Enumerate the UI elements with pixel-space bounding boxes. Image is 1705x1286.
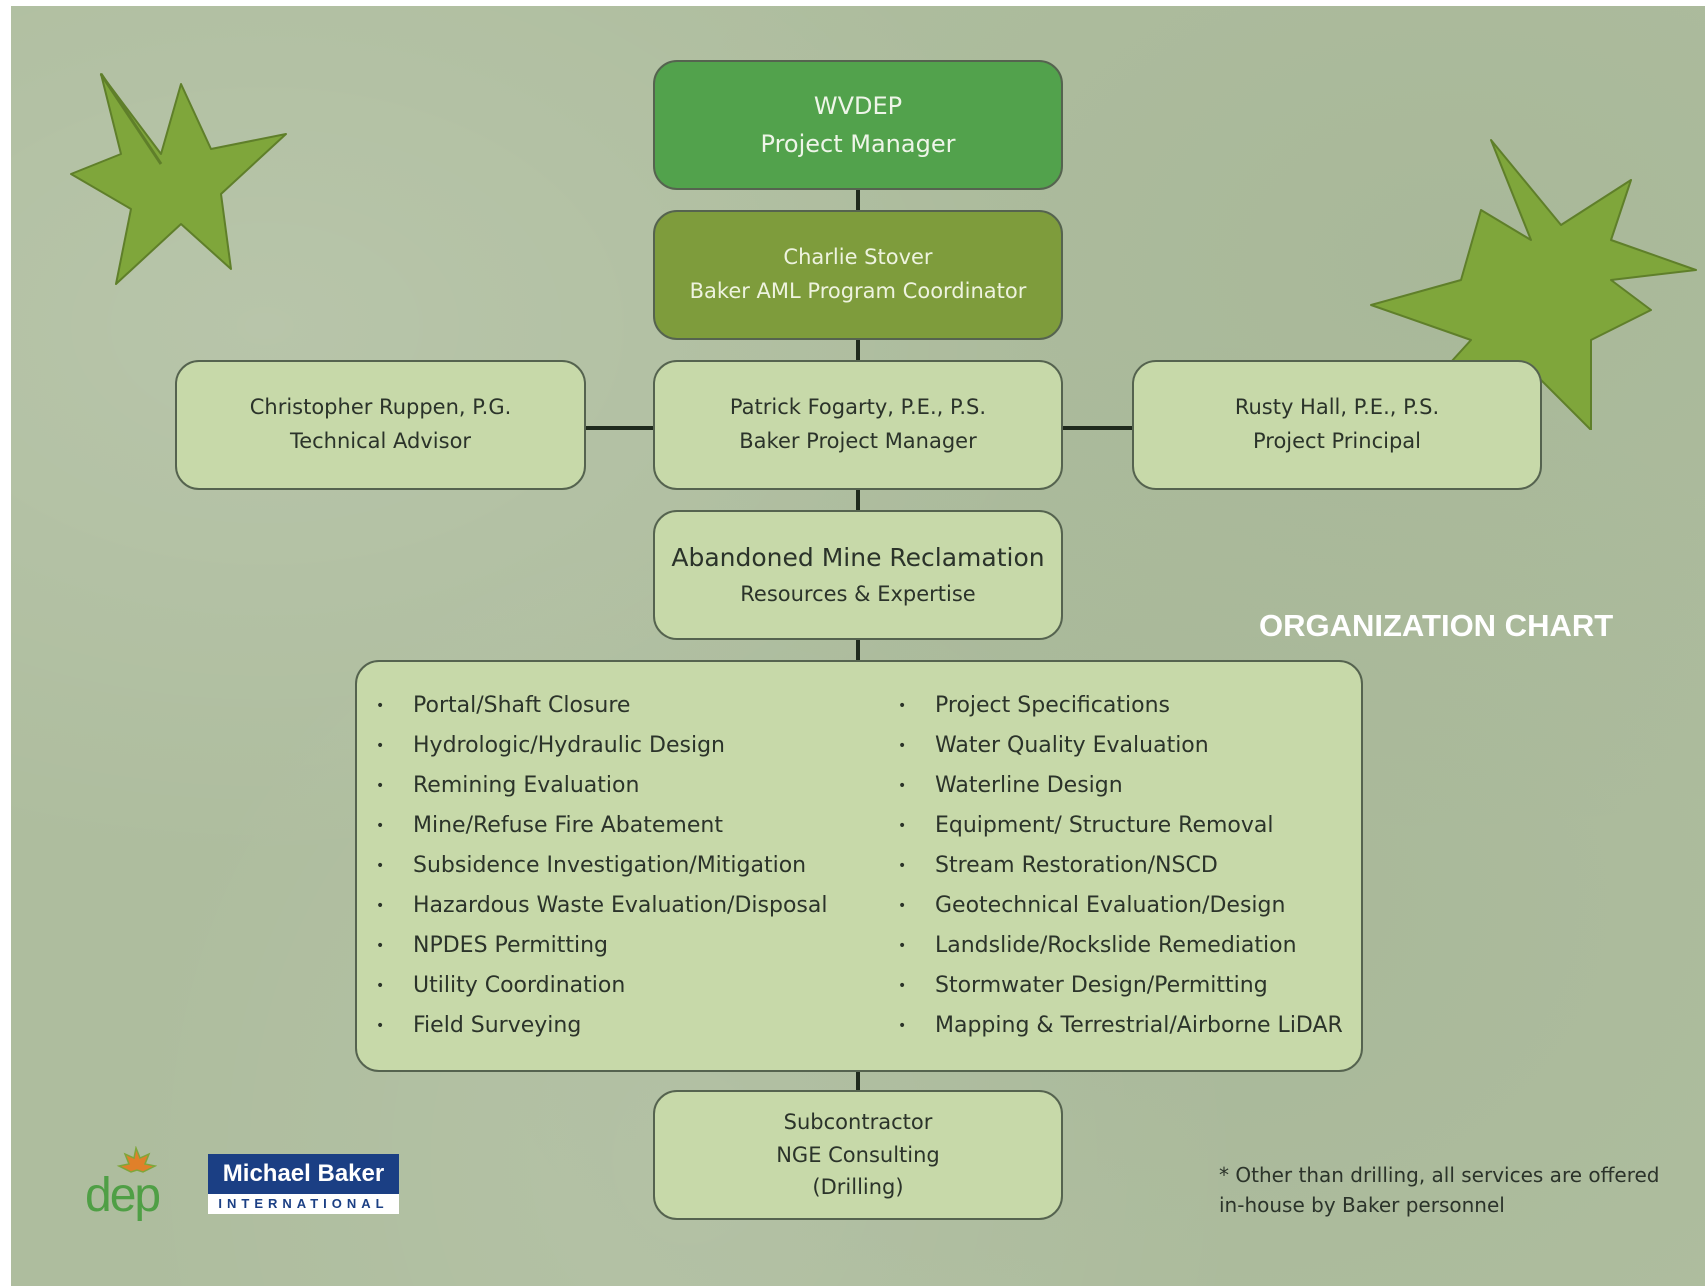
wvdep-project-manager-box: WVDEP Project Manager (653, 60, 1063, 190)
bullet-icon: • (376, 858, 385, 874)
bullet-icon: • (376, 938, 385, 954)
bullet-icon: • (898, 938, 907, 954)
connector-advisor-manager (586, 426, 665, 430)
service-label: Field Surveying (413, 1013, 582, 1038)
node-title: Abandoned Mine Reclamation (671, 543, 1045, 573)
service-item: • Equipment/ Structure Removal (879, 806, 1343, 846)
bullet-icon: • (898, 738, 907, 754)
node-name: Rusty Hall, P.E., P.S. (1234, 395, 1440, 420)
service-label: Remining Evaluation (413, 773, 640, 798)
bullet-icon: • (898, 818, 907, 834)
service-item: • Mapping & Terrestrial/Airborne LiDAR (879, 1006, 1343, 1046)
service-item: • Hazardous Waste Evaluation/Disposal (357, 886, 827, 926)
footnote-line: * Other than drilling, all services are … (1219, 1163, 1660, 1187)
subcontractor-box: Subcontractor NGE Consulting (Drilling) (653, 1090, 1063, 1220)
service-item: • Stream Restoration/NSCD (879, 846, 1343, 886)
org-chart-canvas: WVDEP Project Manager Charlie Stover Bak… (11, 6, 1705, 1286)
bullet-icon: • (376, 898, 385, 914)
bullet-icon: • (898, 858, 907, 874)
service-label: Geotechnical Evaluation/Design (935, 893, 1286, 918)
service-label: Landslide/Rockslide Remediation (935, 933, 1297, 958)
chart-title: ORGANIZATION CHART (1259, 608, 1614, 643)
node-subtitle: Resources & Expertise (740, 582, 976, 607)
bullet-icon: • (898, 898, 907, 914)
dep-logo-text: dep (85, 1169, 161, 1222)
service-label: Hazardous Waste Evaluation/Disposal (413, 893, 828, 918)
service-item: • Subsidence Investigation/Mitigation (357, 846, 827, 886)
node-role: Baker AML Program Coordinator (689, 279, 1027, 303)
maple-leaf-icon (70, 73, 287, 285)
service-item: • Hydrologic/Hydraulic Design (357, 726, 827, 766)
service-label: Utility Coordination (413, 973, 626, 998)
node-title: Subcontractor (783, 1110, 933, 1135)
node-role: Baker Project Manager (739, 429, 977, 453)
service-label: Project Specifications (935, 693, 1170, 718)
bullet-icon: • (898, 698, 907, 714)
service-item: • Utility Coordination (357, 966, 827, 1006)
node-name: Patrick Fogarty, P.E., P.S. (729, 395, 987, 420)
service-item: • Water Quality Evaluation (879, 726, 1343, 766)
baker-project-manager-box: Patrick Fogarty, P.E., P.S. Baker Projec… (653, 360, 1063, 490)
node-role: Technical Advisor (289, 429, 472, 453)
service-item: • Field Surveying (357, 1006, 827, 1046)
service-item: • Waterline Design (879, 766, 1343, 806)
bullet-icon: • (376, 978, 385, 994)
baker-logo-name: Michael Baker (208, 1154, 399, 1194)
service-item: • Geotechnical Evaluation/Design (879, 886, 1343, 926)
service-label: Portal/Shaft Closure (413, 693, 631, 718)
service-label: Stormwater Design/Permitting (935, 973, 1268, 998)
bullet-icon: • (376, 818, 385, 834)
bullet-icon: • (376, 1018, 385, 1034)
service-label: Subsidence Investigation/Mitigation (413, 853, 807, 878)
connector-manager-principal (1063, 426, 1142, 430)
services-left-column: • Portal/Shaft Closure • Hydrologic/Hydraul… (357, 686, 827, 1046)
project-principal-box: Rusty Hall, P.E., P.S. Project Principal (1132, 360, 1542, 490)
service-item: • Project Specifications (879, 686, 1343, 726)
aml-resources-box: Abandoned Mine Reclamation Resources & E… (653, 510, 1063, 640)
service-label: Hydrologic/Hydraulic Design (413, 733, 725, 758)
node-name: NGE Consulting (776, 1142, 940, 1167)
services-list-box: • Portal/Shaft Closure • Hydrologic/Hydraul… (355, 660, 1363, 1072)
service-item: • Mine/Refuse Fire Abatement (357, 806, 827, 846)
maple-leaf-icon (116, 1146, 157, 1173)
footnote: * Other than drilling, all services are … (1219, 1160, 1660, 1220)
service-item: • Portal/Shaft Closure (357, 686, 827, 726)
node-role: Project Principal (1252, 429, 1421, 453)
baker-logo-subtitle: INTERNATIONAL (218, 1196, 389, 1211)
services-right-column: • Project Specifications • Water Quality Ev… (879, 686, 1343, 1046)
node-title: WVDEP (813, 91, 903, 120)
service-label: NPDES Permitting (413, 933, 609, 958)
node-name: Charlie Stover (783, 245, 933, 270)
connector-coordinator-manager (856, 340, 860, 364)
bullet-icon: • (898, 778, 907, 794)
bullet-icon: • (376, 738, 385, 754)
connector-services-subcontractor (856, 1070, 860, 1094)
service-item: • Remining Evaluation (357, 766, 827, 806)
service-item: • Landslide/Rockslide Remediation (879, 926, 1343, 966)
michael-baker-logo: Michael Baker INTERNATIONAL (208, 1154, 399, 1214)
service-label: Mapping & Terrestrial/Airborne LiDAR (935, 1013, 1343, 1038)
connector-manager-aml (856, 490, 860, 514)
dep-logo: dep (85, 1146, 195, 1226)
bullet-icon: • (898, 1018, 907, 1034)
service-label: Water Quality Evaluation (935, 733, 1209, 758)
service-label: Stream Restoration/NSCD (935, 853, 1218, 878)
footnote-line: in-house by Baker personnel (1219, 1193, 1505, 1217)
bullet-icon: • (376, 698, 385, 714)
service-label: Mine/Refuse Fire Abatement (413, 813, 723, 838)
technical-advisor-box: Christopher Ruppen, P.G. Technical Advis… (175, 360, 586, 490)
service-item: • NPDES Permitting (357, 926, 827, 966)
connector-aml-services (856, 640, 860, 662)
connector-wvdep-coordinator (856, 190, 860, 214)
maple-leaf-icon (1370, 139, 1697, 430)
service-item: • Stormwater Design/Permitting (879, 966, 1343, 1006)
node-role: Project Manager (760, 130, 956, 158)
node-name: Christopher Ruppen, P.G. (249, 395, 512, 420)
service-label: Waterline Design (935, 773, 1123, 798)
service-label: Equipment/ Structure Removal (935, 813, 1274, 838)
bullet-icon: • (376, 778, 385, 794)
bullet-icon: • (898, 978, 907, 994)
program-coordinator-box: Charlie Stover Baker AML Program Coordin… (653, 210, 1063, 340)
node-note: (Drilling) (812, 1175, 904, 1200)
